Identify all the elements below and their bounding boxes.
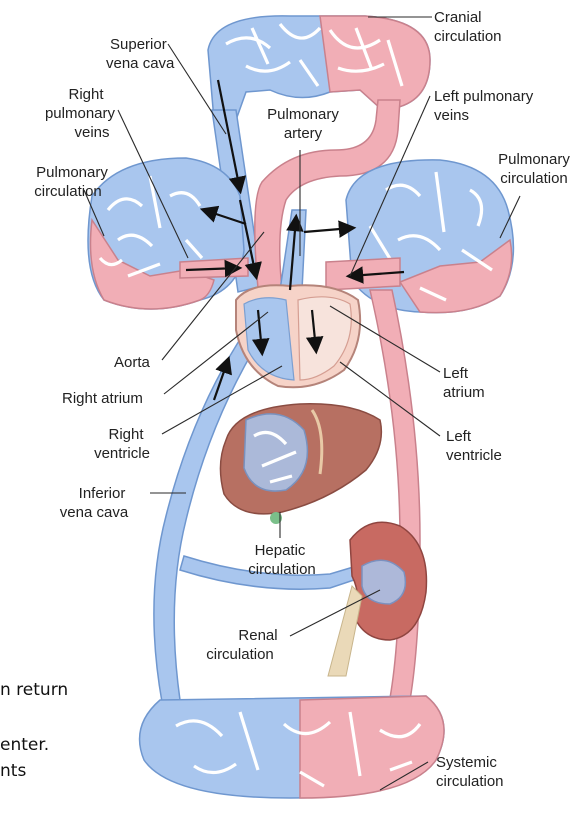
- ureter: [328, 586, 362, 676]
- side-text-line-3: nts: [0, 761, 26, 781]
- cranial-arterial-side: [320, 16, 430, 108]
- flow-arrow-to-right-lung: [304, 228, 352, 232]
- label-right-atrium: Right atrium: [62, 390, 143, 407]
- heart: [236, 285, 360, 387]
- renal-capillary: [362, 560, 405, 604]
- systemic-arterial-side: [300, 696, 444, 798]
- right-heart-chamber: [244, 298, 294, 380]
- side-text-line-2: enter.: [0, 735, 49, 755]
- liver: [220, 404, 381, 524]
- side-text: n return enter. nts: [0, 680, 68, 781]
- label-aorta: Aorta: [114, 354, 151, 371]
- side-text-line-1: n return: [0, 680, 68, 700]
